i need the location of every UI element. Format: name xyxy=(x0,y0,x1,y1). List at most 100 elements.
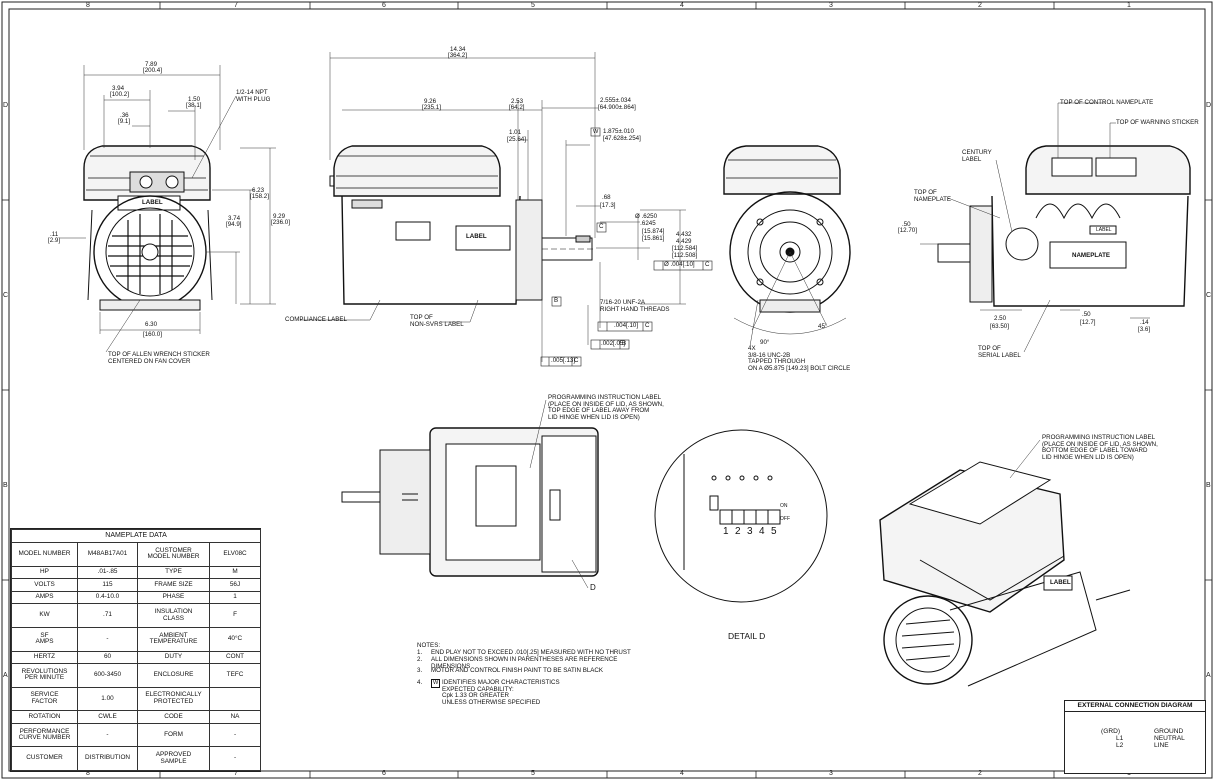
cell-enclosure: TEFC xyxy=(208,663,262,688)
prog-label-note-iso: PROGRAMMING INSTRUCTION LABEL (PLACE ON … xyxy=(1042,434,1158,461)
cell-hp-label: HP xyxy=(11,565,78,580)
zone-top-2: 2 xyxy=(978,2,982,9)
dim-4432: 4.432 4.429 xyxy=(676,231,692,245)
callout-d: D xyxy=(590,583,596,592)
cell-phase-label: PHASE xyxy=(137,590,210,605)
conn-l2: L2 xyxy=(1116,742,1124,749)
dim-overall-width-mm: [200.4] xyxy=(143,67,162,74)
table-row: HP .01-.85 TYPE M xyxy=(11,565,262,580)
cell-model-number: M48AB17A01 xyxy=(77,542,138,567)
note-3-number: 3. xyxy=(417,667,423,674)
dim-overall-length-mm: [364.2] xyxy=(448,52,467,59)
table-row: AMPS 0.4-10.0 PHASE 1 xyxy=(11,590,262,605)
dim-overall-width: 7.89 xyxy=(145,61,158,68)
cell-hertz: 60 xyxy=(77,650,138,665)
zone-bottom-8: 8 xyxy=(86,770,90,777)
fcf-end-datum: C xyxy=(574,357,579,364)
cell-approved-label: APPROVED SAMPLE xyxy=(137,746,210,771)
table-row: SF AMPS - AMBIENT TEMPERATURE 40°C xyxy=(11,626,262,652)
dim-4432-mm: [112.584] [112.508] xyxy=(672,245,698,259)
lid-view-motor xyxy=(341,427,599,577)
nameplate-data-table: NAMEPLATE DATA MODEL NUMBER M48AB17A01 C… xyxy=(10,528,262,772)
note-4-text: IDENTIFIES MAJOR CHARACTERISTICS EXPECTE… xyxy=(442,679,560,706)
dim-key-len: 1.875±.010 xyxy=(603,128,634,135)
cell-ambient: 40°C xyxy=(208,626,262,652)
note-2-text: ALL DIMENSIONS SHOWN IN PARENTHESES ARE … xyxy=(431,656,618,670)
table-row: CUSTOMER DISTRIBUTION APPROVED SAMPLE - xyxy=(11,746,262,771)
dim-shaft-ext: 2.555±.034 xyxy=(600,97,631,104)
dim-shaft-dia-mm: [15.874] [15.861] xyxy=(642,228,665,242)
zone-bottom-4: 4 xyxy=(680,770,684,777)
cell-protected-label: ELECTRONICALLY PROTECTED xyxy=(137,686,210,712)
dim-253: 2.53 xyxy=(511,98,524,105)
cell-volts: 115 xyxy=(77,578,138,592)
zone-left-d: D xyxy=(3,102,9,109)
cell-kw-label: KW xyxy=(11,603,78,628)
switch-num-4: 4 xyxy=(759,526,765,537)
switch-off: OFF xyxy=(780,516,790,522)
cell-customer-model: ELV08C xyxy=(208,542,262,567)
top-nameplate-note: TOP OF NAMEPLATE xyxy=(914,189,952,203)
fcf-runout-datum: C xyxy=(705,261,710,268)
note-3-text: MOTOR AND CONTROL FINISH PAINT TO BE SAT… xyxy=(431,667,604,674)
dim-250-mm: [63.50] xyxy=(990,323,1009,330)
cell-phase: 1 xyxy=(208,590,262,605)
allen-sticker-note: TOP OF ALLEN WRENCH STICKER CENTERED ON … xyxy=(108,351,210,365)
dim-left-offset: .11 xyxy=(50,231,59,238)
dim-shaft-dia: Ø .6250 .6245 xyxy=(635,213,658,227)
zone-bottom-3: 3 xyxy=(829,770,833,777)
conn-line: LINE xyxy=(1154,742,1169,749)
cell-rpm: 600-3450 xyxy=(77,663,138,688)
dim-101-mm: [25.64] xyxy=(507,136,526,143)
lid-view-leaders xyxy=(529,399,589,589)
front-view-motor xyxy=(83,145,213,311)
note-4-number: 4. xyxy=(417,679,423,686)
cell-service-factor-label: SERVICE FACTOR xyxy=(11,686,78,712)
cell-hp: .01-.85 xyxy=(77,565,138,580)
dim-half-width: 3.94 xyxy=(112,85,125,92)
dim-body-length-mm: [235.1] xyxy=(422,104,441,111)
cell-form-label: FORM xyxy=(137,722,210,748)
dim-50: .50 xyxy=(902,221,911,228)
switch-num-5: 5 xyxy=(771,526,777,537)
conn-ground: GROUND xyxy=(1154,728,1184,735)
dim-14: .14 xyxy=(1140,319,1149,326)
cell-code-label: CODE xyxy=(137,710,210,724)
cell-hertz-label: HERTZ xyxy=(11,650,78,665)
cell-curve-label: PERFORMANCE CURVE NUMBER xyxy=(11,722,78,748)
cell-customer: DISTRIBUTION xyxy=(77,746,138,771)
zone-right-b: B xyxy=(1206,482,1211,489)
cell-duty-label: DUTY xyxy=(137,650,210,665)
right-nameplate: NAMEPLATE xyxy=(1072,252,1111,259)
switch-num-1: 1 xyxy=(723,526,729,537)
connection-title: EXTERNAL CONNECTION DIAGRAM xyxy=(1065,701,1205,712)
right-view-motor xyxy=(937,145,1191,307)
cell-frame: 56J xyxy=(208,578,262,592)
cell-form: - xyxy=(208,722,262,748)
external-connection-diagram: EXTERNAL CONNECTION DIAGRAM (GRD) L1 L2 … xyxy=(1064,700,1206,774)
cell-amps-label: AMPS xyxy=(11,590,78,605)
conn-l1: L1 xyxy=(1116,735,1124,742)
table-row: ROTATION CWLE CODE NA xyxy=(11,710,262,724)
dim-half-width-mm: [100.2] xyxy=(110,91,129,98)
iso-view-leaders xyxy=(1009,439,1041,479)
dim-body-length: 9.26 xyxy=(424,98,437,105)
cell-ambient-label: AMBIENT TEMPERATURE xyxy=(137,626,210,652)
nameplate-title: NAMEPLATE DATA xyxy=(10,529,262,543)
dim-68-mm: [17.3] xyxy=(600,202,616,209)
fcf-face-datum: C xyxy=(645,322,650,329)
angle-45: 45° xyxy=(818,323,828,330)
conn-grd: (GRD) xyxy=(1101,728,1121,735)
table-row: REVOLUTIONS PER MINUTE 600-3450 ENCLOSUR… xyxy=(11,663,262,688)
dim-101: 1.01 xyxy=(509,129,522,136)
cell-duty: CONT xyxy=(208,650,262,665)
note-4-w-symbol: W xyxy=(431,679,441,688)
dim-shaft-ext-mm: [64.900±.864] xyxy=(598,104,636,111)
dim-50b: .50 xyxy=(1082,311,1091,318)
cell-rpm-label: REVOLUTIONS PER MINUTE xyxy=(11,663,78,688)
zone-bottom-2: 2 xyxy=(978,770,982,777)
cell-kw: .71 xyxy=(77,603,138,628)
